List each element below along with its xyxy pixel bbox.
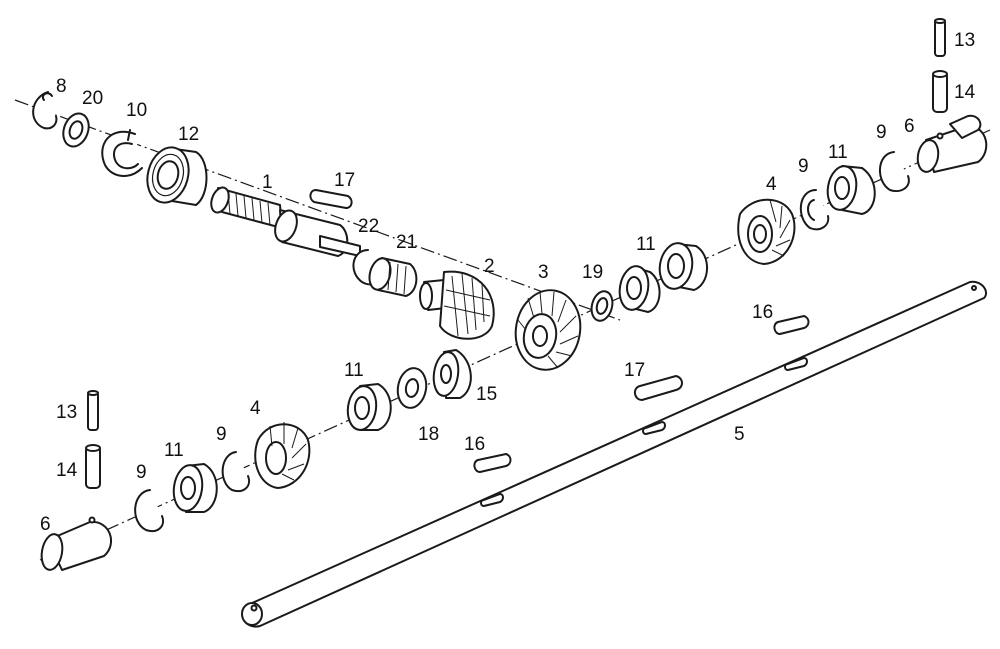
callout-2: 2 (484, 256, 495, 277)
callout-11-left: 11 (164, 440, 184, 461)
bearing-11-right (826, 165, 876, 215)
callout-5: 5 (734, 424, 745, 445)
callout-11-right: 11 (828, 142, 848, 163)
bearing-11-center-b (658, 242, 709, 291)
callout-9-right-inner: 9 (798, 156, 809, 177)
callout-12: 12 (178, 124, 199, 145)
callout-17-lower: 17 (624, 360, 645, 381)
bearing-11-center-a (618, 265, 661, 313)
callout-3: 3 (538, 262, 549, 283)
callout-labels: 8 20 10 12 1 17 22 21 2 3 19 11 4 9 11 9… (40, 30, 976, 535)
circlip-8 (32, 91, 58, 130)
callout-16-upper: 16 (752, 302, 773, 323)
needle-bearing-21 (368, 257, 418, 297)
bearing-11-lower-center (346, 383, 392, 431)
pin-13-right (934, 18, 946, 57)
callout-21: 21 (396, 232, 417, 253)
callout-18: 18 (418, 424, 439, 445)
thrust-washer-15 (432, 349, 472, 399)
output-flange-6-left (40, 516, 112, 571)
bearing-11-left (172, 463, 218, 513)
callout-16-lower: 16 (464, 434, 485, 455)
callout-9-left-inner: 9 (216, 424, 227, 445)
key-16-upper (773, 315, 810, 335)
washer-18 (396, 367, 428, 409)
callout-19: 19 (582, 262, 603, 283)
key-17-lower (634, 375, 683, 401)
snap-ring-10 (101, 129, 143, 177)
callout-6-right: 6 (904, 116, 915, 137)
washer-19 (590, 290, 614, 322)
callout-13-left: 13 (56, 402, 77, 423)
output-flange-6-right (916, 114, 988, 173)
callout-20: 20 (82, 88, 103, 109)
circlip-9-right-inner (800, 189, 830, 231)
callout-9-left-outer: 9 (136, 462, 147, 483)
callout-10: 10 (126, 100, 147, 121)
bearing-12 (146, 146, 208, 206)
input-shaft-1 (210, 186, 361, 257)
callout-9-right-outer: 9 (876, 122, 887, 143)
long-shaft-5 (241, 280, 988, 628)
callout-1: 1 (262, 172, 273, 193)
callout-4-left: 4 (250, 398, 261, 419)
callout-6-left: 6 (40, 514, 51, 535)
callout-15: 15 (476, 384, 497, 405)
bevel-gear-4-right (737, 198, 796, 265)
key-16-lower (473, 453, 512, 473)
callout-11-lower-center: 11 (344, 360, 364, 381)
callout-13-right: 13 (954, 30, 975, 51)
circlip-9-right-outer (879, 151, 910, 192)
bevel-gear-2 (419, 270, 495, 340)
circlip-9-left-outer (134, 489, 164, 532)
bevel-gear-4-left (254, 422, 311, 489)
circlip-9-left-inner (221, 451, 250, 492)
bevel-gear-3 (514, 289, 582, 371)
callout-17-upper: 17 (334, 170, 355, 191)
callout-4-right: 4 (766, 174, 777, 195)
washer-20 (62, 112, 90, 148)
callout-22: 22 (358, 216, 379, 237)
callout-11-center: 11 (636, 234, 656, 255)
pin-13-left (87, 390, 99, 431)
callout-14-left: 14 (56, 460, 78, 481)
callout-8: 8 (56, 76, 67, 97)
key-17-upper (309, 189, 353, 209)
callout-14-right: 14 (954, 82, 976, 103)
pin-14-right (932, 70, 948, 113)
pin-14-left (85, 444, 101, 489)
